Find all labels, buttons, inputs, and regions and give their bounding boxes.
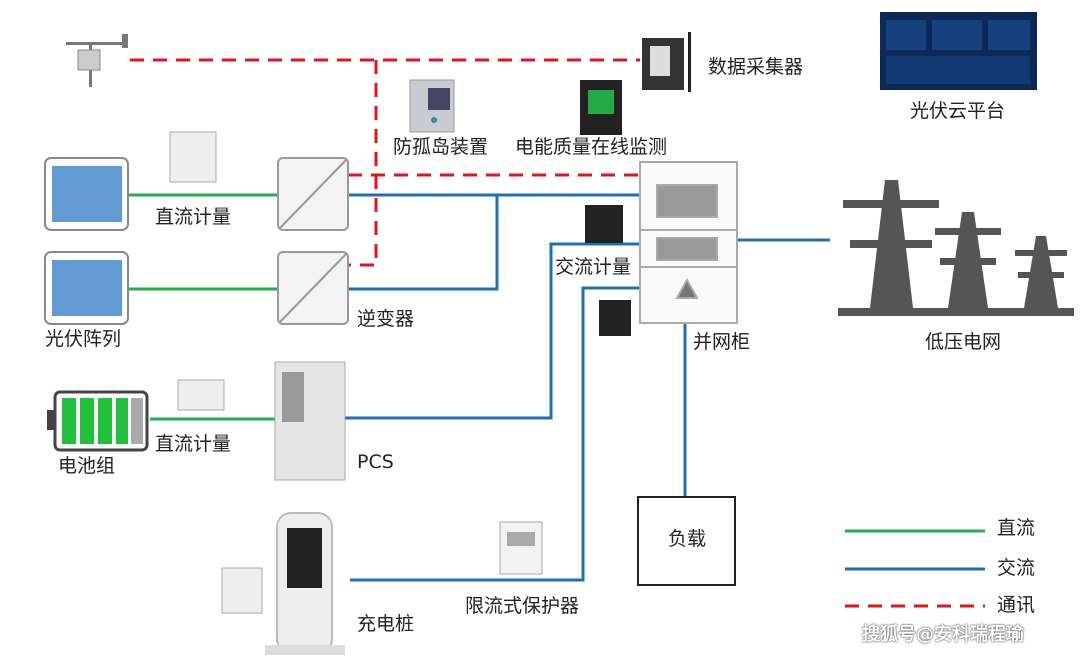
charging-pile-icon <box>265 512 345 655</box>
label-current-limiter: 限流式保护器 <box>465 595 580 617</box>
legend-label-comm: 通讯 <box>997 594 1036 616</box>
label-ac-meter: 交流计量 <box>555 256 632 278</box>
label-pv-array: 光伏阵列 <box>45 328 122 350</box>
comm-lines <box>130 58 640 267</box>
label-low-voltage-grid: 低压电网 <box>925 331 1002 353</box>
label-charger: 充电桩 <box>357 613 415 635</box>
data-collector-icon <box>642 32 691 92</box>
label-anti-islanding: 防孤岛装置 <box>393 136 489 158</box>
pv-array-icon <box>44 157 129 325</box>
dc-lines <box>128 193 278 421</box>
label-inverter: 逆变器 <box>357 308 415 330</box>
label-battery: 电池组 <box>58 455 116 477</box>
battery-icon <box>47 390 149 452</box>
load-box <box>637 496 736 586</box>
inverter-icon <box>277 157 349 325</box>
ac-meter-icon <box>585 205 631 336</box>
anti-islanding-device-icon <box>409 79 455 133</box>
label-dc-meter-pv: 直流计量 <box>155 206 232 228</box>
current-limiting-protector-icon <box>499 521 543 575</box>
label-grid-cabinet: 并网柜 <box>693 331 751 353</box>
legend-label-ac: 交流 <box>997 557 1036 579</box>
ac-lines <box>345 193 830 582</box>
label-cloud-platform: 光伏云平台 <box>910 100 1006 122</box>
label-power-quality: 电能质量在线监测 <box>515 136 668 158</box>
legend-label-dc: 直流 <box>997 517 1036 539</box>
grid-cabinet-icon <box>639 161 738 324</box>
pcs-icon <box>274 361 346 481</box>
dc-meter-icon <box>169 131 263 614</box>
label-data-collector: 数据采集器 <box>708 56 804 78</box>
label-load: 负载 <box>668 528 707 550</box>
watermark: 搜狐号@安科瑞程瑜 <box>862 624 1024 645</box>
label-pcs: PCS <box>357 451 394 473</box>
power-quality-monitor-icon <box>580 80 622 135</box>
label-dc-meter-battery: 直流计量 <box>155 433 232 455</box>
cloud-platform-screenshot <box>880 12 1037 90</box>
transmission-towers-icon <box>838 180 1074 316</box>
legend <box>845 529 985 608</box>
weather-station-icon <box>66 34 128 87</box>
